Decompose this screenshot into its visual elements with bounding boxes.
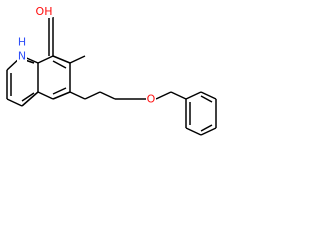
bonds [6, 17, 217, 136]
bond-19 [69, 91, 86, 100]
bond-9 [37, 55, 54, 64]
hydroxyl-label: OH [36, 5, 53, 18]
bond-28 [200, 127, 217, 136]
bond-14 [52, 60, 67, 69]
bond-20 [84, 91, 101, 100]
bond-3 [21, 91, 39, 107]
bond-18 [69, 55, 86, 64]
bond-13 [37, 91, 54, 100]
bond-23 [155, 91, 172, 100]
bond-12 [52, 91, 71, 100]
bond-10 [52, 55, 71, 64]
bond-32 [200, 95, 213, 103]
ring-nitrogen-label: N [18, 50, 26, 63]
bond-7 [21, 92, 35, 102]
bond-15 [52, 87, 67, 95]
bond-25 [185, 91, 202, 100]
ether-oxygen-label: O [147, 93, 156, 106]
ring-nitrogen-hydrogen-label-bg [17, 35, 27, 49]
structure-canvas: OH N H O [6, 5, 217, 136]
bond-33 [200, 124, 213, 132]
bond-4 [6, 98, 23, 107]
bond-26 [200, 91, 217, 100]
ether-oxygen-label-bg [146, 92, 156, 106]
bond-29 [185, 127, 202, 136]
ring-nitrogen-label-bg [17, 49, 27, 63]
atom-labels: OH N H O [17, 5, 156, 106]
bond-24 [170, 91, 187, 100]
bond-21 [99, 91, 116, 100]
ring-nitrogen-hydrogen-label: H [18, 36, 26, 49]
hydroxyl-label-bg [35, 5, 53, 18]
